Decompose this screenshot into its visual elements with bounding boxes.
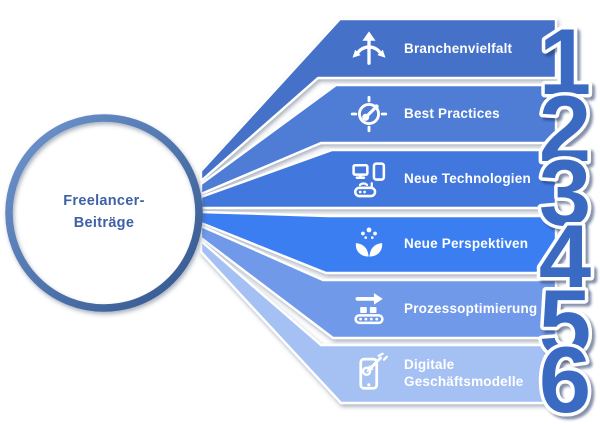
item-number-3: 3 bbox=[539, 140, 591, 245]
item-number-1: 1 bbox=[539, 9, 591, 114]
center-title-line1: Freelancer- bbox=[63, 193, 145, 209]
ribbon-item-2 bbox=[199, 83, 558, 196]
item-number-4: 4 bbox=[539, 205, 591, 310]
item-number-5: 5 bbox=[539, 270, 591, 375]
center-ring bbox=[5, 114, 203, 312]
item-number-2: 2 bbox=[539, 76, 591, 181]
ribbon-item-1 bbox=[199, 17, 558, 183]
center-title-line2: Beiträge bbox=[73, 215, 135, 232]
center-title: Freelancer- Beiträge bbox=[29, 190, 179, 235]
item-number-6: 6 bbox=[539, 327, 591, 424]
ribbon-item-6 bbox=[199, 239, 558, 405]
ribbon-item-5 bbox=[199, 224, 558, 340]
